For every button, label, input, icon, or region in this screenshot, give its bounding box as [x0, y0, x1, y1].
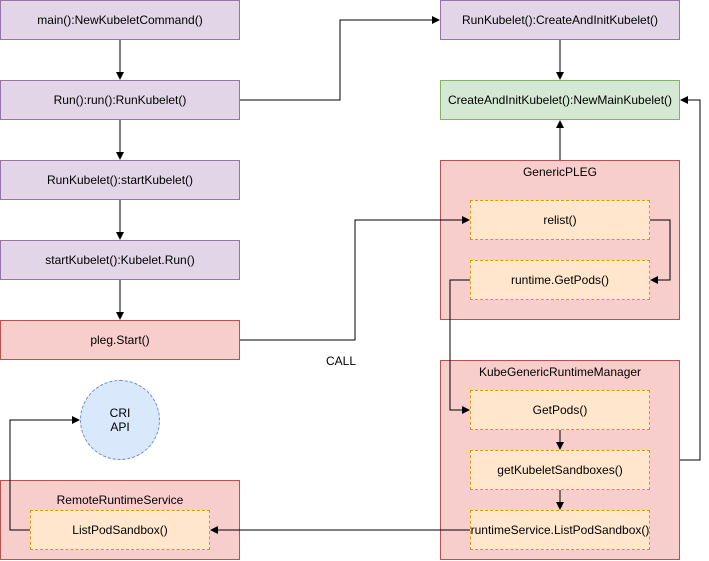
- node-label: getKubeletSandboxes(): [497, 463, 623, 477]
- node-label: CreateAndInitKubelet():NewMainKubelet(): [447, 93, 673, 107]
- node-get-kubelet-sandboxes: getKubeletSandboxes(): [470, 450, 650, 490]
- node-create-and-init-kubelet: RunKubelet():CreateAndInitKubelet(): [440, 0, 680, 40]
- node-label: pleg.Start(): [90, 333, 150, 347]
- node-pleg-start: pleg.Start(): [0, 320, 240, 360]
- node-kubelet-run: startKubelet():Kubelet.Run(): [0, 240, 240, 280]
- node-runtime-get-pods: runtime.GetPods(): [470, 260, 650, 300]
- node-label: startKubelet():Kubelet.Run(): [45, 253, 195, 267]
- node-label: ListPodSandbox(): [72, 523, 168, 537]
- cri-api-line1: CRI: [109, 406, 131, 420]
- arrow-run-to-create-init: [240, 16, 440, 101]
- node-label: RunKubelet():CreateAndInitKubelet(): [461, 13, 659, 27]
- node-label: GetPods(): [532, 403, 588, 417]
- call-label: CALL: [326, 354, 357, 368]
- cri-api-line2: API: [110, 420, 130, 434]
- arrow-manager-to-new-main: [680, 96, 701, 461]
- node-label: runtimeService.ListPodSandbox(): [470, 523, 650, 537]
- node-relist: relist(): [470, 200, 650, 240]
- node-label: Run():run():RunKubelet(): [53, 93, 187, 107]
- node-start-kubelet: RunKubelet():startKubelet(): [0, 160, 240, 200]
- cri-api-node: CRI API: [80, 380, 160, 460]
- container-title: RemoteRuntimeService: [56, 493, 184, 507]
- node-list-pod-sandbox: ListPodSandbox(): [30, 510, 210, 550]
- container-title: GenericPLEG: [522, 165, 598, 179]
- node-label: runtime.GetPods(): [510, 273, 610, 287]
- container-title: KubeGenericRuntimeManager: [478, 365, 642, 379]
- node-get-pods: GetPods(): [470, 390, 650, 430]
- node-main-new-kubelet-command: main():NewKubeletCommand(): [0, 0, 240, 40]
- node-new-main-kubelet: CreateAndInitKubelet():NewMainKubelet(): [440, 80, 680, 120]
- node-label: main():NewKubeletCommand(): [37, 13, 203, 27]
- arrow-pleg-start-to-relist: [240, 216, 470, 341]
- node-run-kubelet: Run():run():RunKubelet(): [0, 80, 240, 120]
- node-runtime-service-list-pod-sandbox: runtimeService.ListPodSandbox(): [470, 510, 650, 550]
- node-label: RunKubelet():startKubelet(): [46, 173, 194, 187]
- node-label: relist(): [543, 213, 577, 227]
